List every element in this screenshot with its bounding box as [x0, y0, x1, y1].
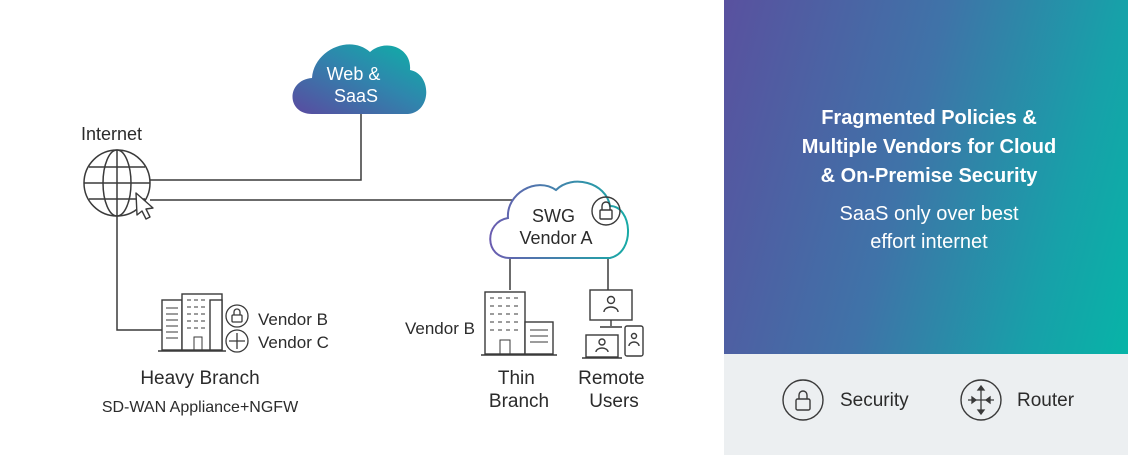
security-legend-icon — [782, 379, 824, 421]
heavy-branch-title: Heavy Branch — [140, 368, 259, 389]
thin-branch-vendor-b: Vendor B — [405, 319, 475, 338]
summary-panel: Fragmented Policies & Multiple Vendors f… — [724, 0, 1128, 354]
thin-branch-line-2: Branch — [489, 391, 549, 412]
router-legend-icon — [960, 379, 1002, 421]
swg-line-1: SWG — [532, 206, 575, 226]
remote-users-title: Remote Users — [578, 368, 650, 412]
web-saas-line-1: Web & — [327, 64, 381, 84]
heavy-branch-router-icon — [225, 329, 249, 353]
lock-icon — [591, 196, 621, 226]
router-legend-label: Router — [1017, 390, 1075, 411]
remote-users-line-1: Remote — [578, 368, 645, 389]
internet-label: Internet — [81, 124, 142, 144]
globe-icon — [83, 149, 151, 217]
thin-branch-title: Thin Branch — [489, 368, 549, 412]
heavy-branch-vendor-b: Vendor B — [258, 310, 328, 329]
remote-users-line-2: Users — [589, 391, 639, 412]
thin-branch-building-icon — [481, 291, 557, 356]
heavy-branch-lock-icon — [225, 304, 249, 328]
heavy-branch-subtitle: SD-WAN Appliance+NGFW — [102, 399, 299, 416]
legend — [724, 354, 1128, 455]
panel-subtitle: SaaS only over best effort internet — [839, 203, 1019, 253]
web-saas-line-2: SaaS — [334, 86, 378, 106]
heavy-branch-building-icon — [158, 293, 226, 352]
swg-cloud: SWG Vendor A — [489, 180, 629, 259]
web-saas-label: Web & SaaS — [327, 64, 386, 106]
cursor-icon — [135, 192, 154, 220]
network-diagram: Web & SaaS Internet SWG Vendor A — [81, 44, 650, 416]
swg-line-2: Vendor A — [519, 228, 592, 248]
web-saas-cloud: Web & SaaS — [292, 44, 427, 114]
heavy-branch-vendor-c: Vendor C — [258, 333, 329, 352]
swg-label: SWG Vendor A — [519, 206, 592, 248]
security-legend-label: Security — [840, 390, 909, 411]
remote-users-icon — [582, 289, 644, 359]
panel-title: Fragmented Policies & Multiple Vendors f… — [801, 107, 1057, 187]
thin-branch-line-1: Thin — [498, 368, 535, 389]
